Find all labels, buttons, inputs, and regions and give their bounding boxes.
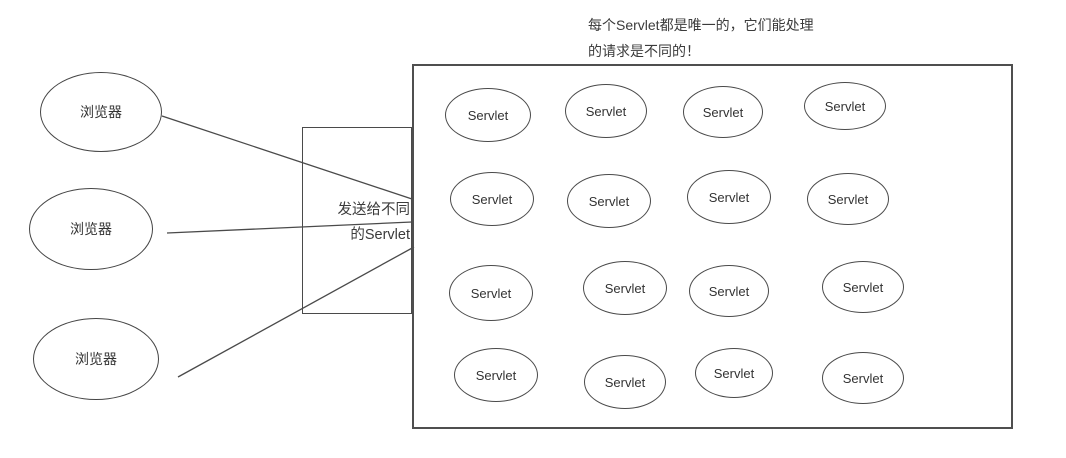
servlet-node-label: Servlet [588, 193, 630, 209]
servlet-node-label: Servlet [585, 103, 627, 119]
servlet-node: Servlet [689, 265, 769, 317]
servlet-node-label: Servlet [842, 370, 884, 386]
servlet-node-label: Servlet [824, 98, 866, 114]
annotation-line-2: 的请求是不同的！ [588, 43, 700, 59]
annotation-line-1: 每个Servlet都是唯一的，它们能处理 [588, 17, 814, 33]
servlet-node: Servlet [454, 348, 538, 402]
servlet-node-label: Servlet [475, 367, 517, 383]
browser-node-label: 浏览器 [75, 351, 117, 367]
servlet-node-label: Servlet [708, 283, 750, 299]
browser-node-label: 浏览器 [80, 104, 122, 120]
servlet-node: Servlet [584, 355, 666, 409]
annotation-text: 每个Servlet都是唯一的，它们能处理 的请求是不同的！ [588, 12, 814, 64]
servlet-node-label: Servlet [604, 374, 646, 390]
dispatcher-label-line-2: 的Servlet [350, 227, 410, 243]
servlet-node: Servlet [807, 173, 889, 225]
servlet-node-label: Servlet [471, 191, 513, 207]
servlet-node: Servlet [687, 170, 771, 224]
servlet-node-label: Servlet [467, 107, 509, 123]
servlet-node-label: Servlet [702, 104, 744, 120]
browser-node: 浏览器 [29, 188, 153, 270]
servlet-container-box [412, 64, 1013, 429]
servlet-node: Servlet [565, 84, 647, 138]
servlet-node: Servlet [695, 348, 773, 398]
browser-node: 浏览器 [33, 318, 159, 400]
servlet-node-label: Servlet [827, 191, 869, 207]
browser-node-label: 浏览器 [70, 221, 112, 237]
dispatcher-label: 发送给不同 的Servlet [338, 198, 411, 248]
servlet-node: Servlet [804, 82, 886, 130]
dispatcher-label-line-1: 发送给不同 [337, 202, 411, 218]
servlet-node-label: Servlet [604, 280, 646, 296]
servlet-node-label: Servlet [713, 365, 755, 381]
servlet-node: Servlet [567, 174, 651, 228]
servlet-node: Servlet [583, 261, 667, 315]
servlet-node: Servlet [683, 86, 763, 138]
servlet-node: Servlet [822, 352, 904, 404]
dispatcher-box: 发送给不同 的Servlet [302, 127, 412, 314]
servlet-node: Servlet [822, 261, 904, 313]
servlet-node: Servlet [445, 88, 531, 142]
servlet-node-label: Servlet [470, 285, 512, 301]
servlet-node: Servlet [450, 172, 534, 226]
servlet-node-label: Servlet [842, 279, 884, 295]
browser-node: 浏览器 [40, 72, 162, 152]
servlet-node: Servlet [449, 265, 533, 321]
servlet-node-label: Servlet [708, 189, 750, 205]
